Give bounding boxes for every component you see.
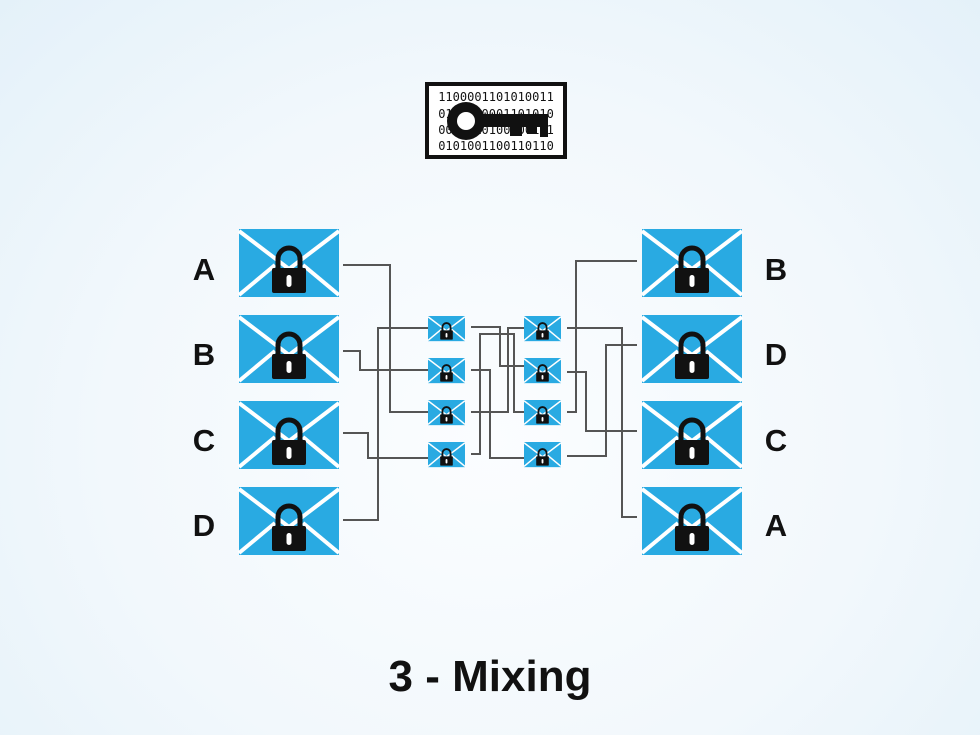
right-label-2: D bbox=[765, 337, 787, 372]
wire-mid-2 bbox=[471, 369, 524, 459]
right-label-1: B bbox=[765, 252, 787, 287]
wire-left-b bbox=[343, 350, 428, 371]
envelope-right-d bbox=[642, 315, 742, 383]
envelope-right-a bbox=[642, 487, 742, 555]
wire-left-d bbox=[343, 327, 428, 521]
wire-mid-4 bbox=[471, 333, 524, 455]
step-caption: 3 - Mixing bbox=[388, 652, 592, 701]
envelope-mix-right-2 bbox=[523, 357, 562, 385]
wire-mid-3 bbox=[471, 327, 524, 413]
envelope-left-a bbox=[239, 229, 339, 297]
mixing-wires bbox=[343, 260, 637, 521]
envelope-right-c bbox=[642, 401, 742, 469]
wire-mid-1 bbox=[471, 326, 524, 367]
wire-right-1 bbox=[567, 327, 637, 518]
key-card-icon: 1100001101010011 0110100001101010 001101… bbox=[425, 82, 567, 159]
wire-right-2 bbox=[567, 371, 637, 432]
wire-right-3 bbox=[567, 260, 637, 413]
envelope-mix-left-2 bbox=[427, 357, 466, 385]
envelope-left-c bbox=[239, 401, 339, 469]
envelope-left-b bbox=[239, 315, 339, 383]
binary-row-1: 1100001101010011 bbox=[438, 90, 554, 104]
key-icon bbox=[447, 102, 548, 140]
right-label-3: C bbox=[765, 423, 787, 458]
wire-right-4 bbox=[567, 344, 637, 457]
envelope-mix-right-4 bbox=[523, 441, 562, 469]
right-label-4: A bbox=[765, 508, 787, 543]
wire-left-c bbox=[343, 432, 428, 459]
envelope-left-d bbox=[239, 487, 339, 555]
binary-row-4: 0101001100110110 bbox=[438, 139, 554, 153]
envelope-mix-right-1 bbox=[523, 315, 562, 343]
wire-left-a bbox=[343, 264, 428, 413]
envelope-mix-left-1 bbox=[427, 315, 466, 343]
left-label-3: C bbox=[193, 423, 215, 458]
left-label-2: B bbox=[193, 337, 215, 372]
envelope-mix-left-3 bbox=[427, 399, 466, 427]
left-label-1: A bbox=[193, 252, 215, 287]
envelope-mix-left-4 bbox=[427, 441, 466, 469]
left-label-4: D bbox=[193, 508, 215, 543]
envelope-mix-right-3 bbox=[523, 399, 562, 427]
envelope-right-b bbox=[642, 229, 742, 297]
